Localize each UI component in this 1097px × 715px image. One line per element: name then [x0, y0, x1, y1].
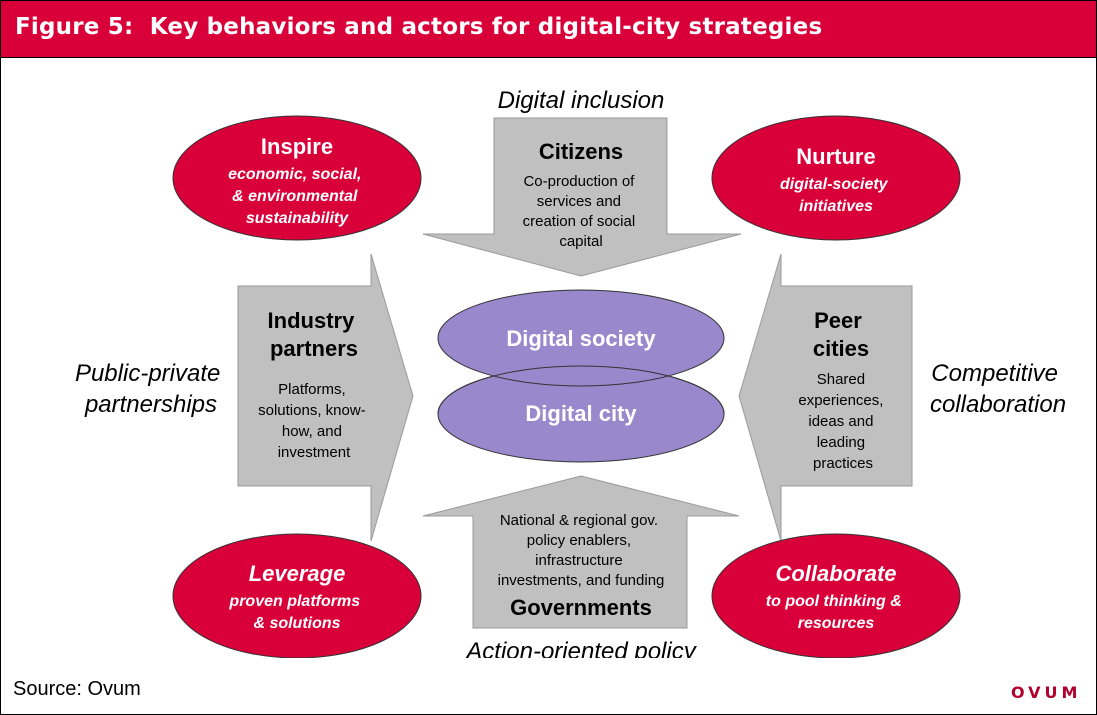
- public-private-label-line: partnerships: [84, 391, 217, 418]
- industry-name-line: partners: [270, 336, 358, 361]
- citizens-desc-line: capital: [559, 233, 602, 250]
- peer-cities-desc-line: practices: [813, 455, 873, 472]
- inspire-desc-line: & environmental: [232, 188, 358, 205]
- svg-text:Public-private partnersh: Public-private partnerships: [75, 360, 227, 418]
- citizens-desc-line: Co-production of: [523, 173, 635, 190]
- inspire-desc-line: economic, social,: [228, 166, 361, 183]
- governments-desc-line: policy enablers,: [527, 532, 631, 549]
- citizens-name: Citizens: [539, 139, 623, 164]
- collaborate-desc-line: resources: [798, 615, 875, 632]
- peer-cities-desc-line: leading: [817, 434, 865, 451]
- citizens-desc-line: creation of social: [523, 213, 636, 230]
- peer-cities-name-line: Peer: [814, 308, 862, 333]
- governments-desc-line: investments, and funding: [498, 572, 665, 589]
- citizens-desc-line: services and: [537, 193, 621, 210]
- inspire-desc-line: sustainability: [246, 210, 349, 227]
- industry-desc-line: Platforms,: [278, 381, 346, 398]
- digital-inclusion-label: Digital inclusion: [498, 87, 665, 114]
- collaborate-desc-line: to pool thinking &: [766, 593, 902, 610]
- nurture-desc-line: initiatives: [799, 198, 873, 215]
- industry-arrow: [237, 253, 414, 542]
- leverage-verb: Leverage: [249, 561, 346, 586]
- title-bar: Figure 5: Key behaviors and actors for d…: [1, 1, 1096, 58]
- collaborate-ellipse: [711, 533, 961, 658]
- leverage-desc-line: & solutions: [253, 615, 340, 632]
- public-private-label-line: Public-private: [75, 360, 220, 387]
- peer-cities-name-line: cities: [813, 336, 869, 361]
- nurture-desc-line: digital-society: [780, 176, 889, 193]
- collaborate-verb: Collaborate: [775, 561, 896, 586]
- peer-cities-desc-line: Shared: [817, 371, 865, 388]
- industry-desc-line: how, and: [282, 423, 342, 440]
- svg-text:Co-production of service: Co-production of services and creation o…: [523, 173, 640, 250]
- nurture-verb: Nurture: [796, 144, 875, 169]
- competitive-collaboration-label-line: Competitive: [931, 360, 1058, 387]
- peer-cities-desc-line: ideas and: [808, 413, 873, 430]
- svg-text:proven platforms & solut: proven platforms & solutions: [228, 593, 364, 632]
- inspire-ellipse: [172, 115, 422, 241]
- governments-desc-line: National & regional gov.: [500, 512, 658, 529]
- competitive-collaboration-label-line: collaboration: [930, 391, 1066, 418]
- svg-text:digital-society initiati: digital-society initiatives: [780, 176, 892, 215]
- industry-desc-line: solutions, know-: [258, 402, 366, 419]
- governments-name: Governments: [510, 595, 652, 620]
- industry-desc-line: investment: [278, 444, 351, 461]
- governments-arrow: [422, 475, 740, 629]
- svg-text:to pool thinking & resou: to pool thinking & resources: [766, 593, 906, 632]
- leverage-ellipse: [172, 533, 422, 658]
- action-oriented-policy-label: Action-oriented policy: [464, 638, 697, 658]
- svg-text:National & regional gov.: National & regional gov. policy enablers…: [498, 512, 665, 589]
- nurture-ellipse: [711, 115, 961, 241]
- svg-text:economic, social, & envi: economic, social, & environmental sustai…: [228, 166, 366, 227]
- peer-cities-arrow: [738, 253, 913, 542]
- citizens-arrow: [422, 117, 742, 277]
- inspire-verb: Inspire: [261, 134, 333, 159]
- strategy-diagram: Digital society Digital city Inspire eco…: [75, 87, 1066, 658]
- svg-text:Industry partners: Industry partners: [268, 308, 361, 361]
- svg-text:Platforms, solutions, kn: Platforms, solutions, know- how, and inv…: [258, 381, 370, 461]
- svg-text:Peer cities: Peer cities: [813, 308, 869, 361]
- svg-text:Competitive collaboratio: Competitive collaboration: [930, 360, 1066, 418]
- leverage-desc-line: proven platforms: [228, 593, 360, 610]
- peer-cities-desc-line: experiences,: [798, 392, 883, 409]
- digital-society-label: Digital society: [506, 326, 656, 351]
- digital-society-ellipse: [437, 289, 725, 387]
- svg-text:Shared experiences,: Shared experiences, ideas and leading pr…: [798, 371, 887, 472]
- digital-city-label: Digital city: [525, 401, 637, 426]
- ovum-logo: OVUM: [1011, 683, 1082, 702]
- source-note: Source: Ovum: [13, 678, 141, 700]
- industry-name-line: Industry: [268, 308, 356, 333]
- governments-desc-line: infrastructure: [535, 552, 623, 569]
- figure-title: Figure 5: Key behaviors and actors for d…: [15, 14, 823, 40]
